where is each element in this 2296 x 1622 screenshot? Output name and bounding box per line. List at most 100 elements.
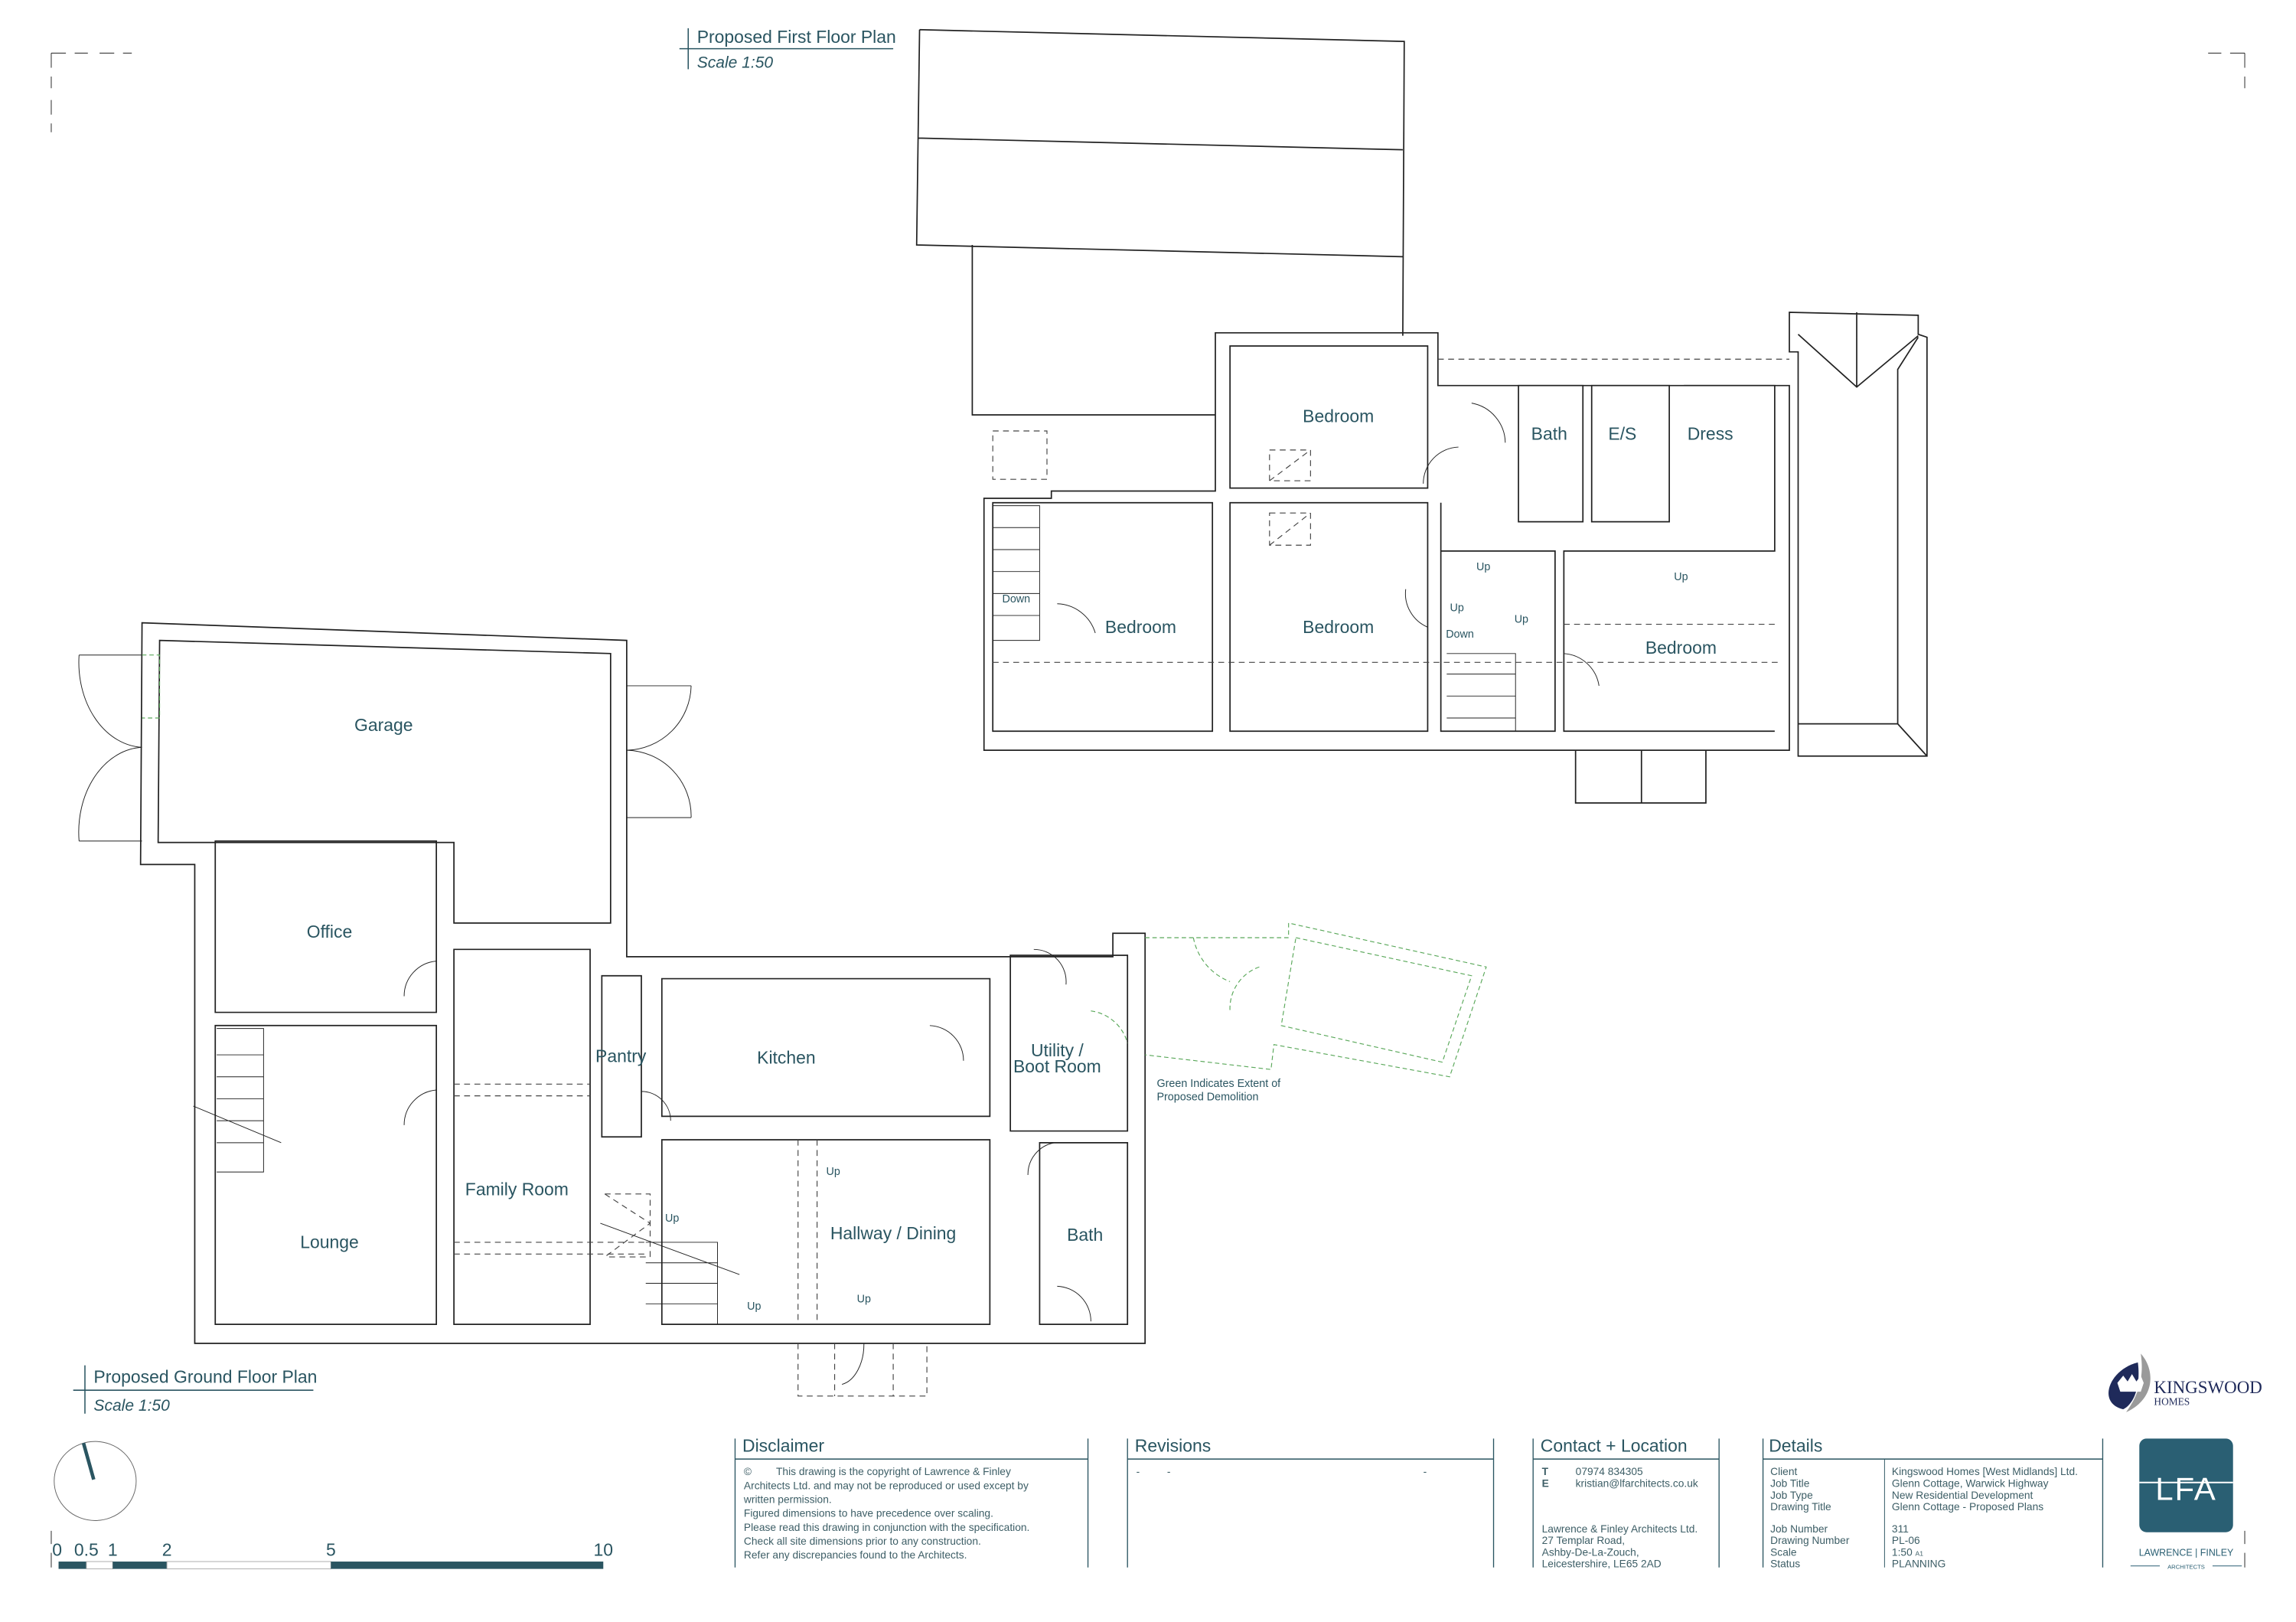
svg-text:Job Title: Job Title [1770, 1477, 1810, 1489]
room-label: Garage [354, 715, 413, 735]
first-floor-plan: Proposed First Floor Plan Scale 1:50 [679, 27, 1928, 804]
svg-text:E: E [1542, 1477, 1549, 1489]
demolition-note: Proposed Demolition [1156, 1091, 1258, 1103]
demolition-note: Green Indicates Extent of [1156, 1078, 1280, 1090]
client-logo-name: KINGSWOOD [2154, 1378, 2262, 1397]
first-floor-outer-wall [983, 331, 1790, 751]
svg-text:Lawrence & Finley Architects L: Lawrence & Finley Architects Ltd. [1542, 1523, 1698, 1535]
door-swing [1057, 1285, 1091, 1322]
architect-name: LAWRENCE | FINLEY [2139, 1547, 2234, 1558]
room-label: Hallway / Dining [830, 1223, 956, 1243]
svg-text:New Residential Development: New Residential Development [1892, 1490, 2033, 1501]
room-label: Boot Room [1013, 1056, 1101, 1076]
ensuite-dress-walls [1518, 384, 1776, 733]
svg-text:27 Templar Road,: 27 Templar Road, [1542, 1535, 1625, 1546]
email: kristian@lfarchitects.co.uk [1576, 1477, 1698, 1489]
svg-text:T: T [1542, 1466, 1549, 1477]
room-label: Lounge [300, 1232, 359, 1252]
scale-bar: 0 0.5 1 2 5 10 [52, 1539, 614, 1570]
svg-text:Glenn Cottage, Warwick Highway: Glenn Cottage, Warwick Highway [1892, 1477, 2049, 1489]
pantry-wall [601, 974, 642, 1138]
door-swing [403, 961, 437, 997]
disclaimer-heading: Disclaimer [742, 1436, 824, 1456]
utility-wall [1009, 955, 1129, 1132]
disclaimer-panel: Disclaimer © This drawing is the copyrig… [734, 1436, 1089, 1568]
architect-sub: ARCHITECTS [2167, 1564, 2205, 1571]
door-swing [1027, 1142, 1055, 1175]
sheet-corner-marks [51, 52, 2245, 1568]
client-logo-sub: HOMES [2154, 1395, 2190, 1407]
stair-direction: Up [665, 1212, 679, 1225]
svg-text:1:50: 1:50 [1892, 1546, 1913, 1558]
stair-direction: Up [1674, 571, 1688, 583]
room-label: Dress [1688, 423, 1733, 443]
first-floor-title-block: Proposed First Floor Plan Scale 1:50 [679, 27, 896, 72]
lounge-wall [214, 1024, 438, 1325]
bedroom-3-wall [1229, 501, 1429, 733]
scale-tick: 1 [108, 1539, 118, 1559]
room-label: Bedroom [1303, 406, 1374, 426]
svg-text:Job Number: Job Number [1770, 1523, 1828, 1535]
door-swing [1404, 589, 1428, 628]
door-swing [403, 1089, 437, 1125]
svg-text:Ashby-De-La-Zouch,: Ashby-De-La-Zouch, [1542, 1546, 1639, 1558]
room-label: Bath [1531, 423, 1567, 443]
door-swing [1057, 603, 1096, 634]
svg-text:PLANNING: PLANNING [1892, 1558, 1945, 1570]
svg-text:Status: Status [1770, 1558, 1800, 1570]
landing-stair [1446, 653, 1516, 732]
stair-void [992, 430, 1048, 480]
revisions-panel: Revisions - - - [1127, 1436, 1495, 1568]
door-swing [1033, 948, 1067, 985]
svg-text:Client: Client [1770, 1466, 1797, 1477]
garage-door-right [626, 685, 692, 818]
scale-tick: 10 [594, 1539, 614, 1559]
stair-direction: Up [1515, 614, 1528, 626]
door-swing [1564, 653, 1600, 686]
scale-tick: 0 [52, 1539, 62, 1559]
svg-text:Check all site dimensions prio: Check all site dimensions prior to any c… [744, 1536, 981, 1547]
room-label: Bedroom [1303, 617, 1374, 637]
bedroom-2-wall [992, 501, 1214, 733]
office-wall [214, 840, 438, 1013]
details-heading: Details [1769, 1436, 1822, 1456]
svg-text:Leicestershire, LE65 2AD: Leicestershire, LE65 2AD [1542, 1558, 1662, 1570]
first-floor-stair [992, 505, 1040, 641]
ground-floor-title-block: Proposed Ground Floor Plan Scale 1:50 [73, 1365, 317, 1415]
room-label: Family Room [465, 1180, 569, 1199]
svg-text:Architects Ltd. and may not be: Architects Ltd. and may not be reproduce… [744, 1480, 1029, 1491]
rooflight [1269, 449, 1311, 481]
svg-text:311: 311 [1892, 1523, 1909, 1535]
demolition-outline [1145, 922, 1487, 1078]
landing-walls [1440, 502, 1556, 733]
stair-direction: Up [1476, 561, 1490, 573]
svg-text:Drawing Number: Drawing Number [1770, 1535, 1850, 1546]
door-swing [929, 1025, 964, 1061]
svg-text:Kingswood Homes [West Midlands: Kingswood Homes [West Midlands] Ltd. [1892, 1466, 2078, 1477]
door-swing [641, 1091, 671, 1121]
garage-door-left [78, 654, 142, 842]
bedroom-1-wall [1229, 345, 1429, 489]
contact-panel: Contact + Location T 07974 834305 E kris… [1532, 1436, 1720, 1570]
first-floor-title: Proposed First Floor Plan [697, 27, 896, 47]
svg-text:written permission.: written permission. [743, 1494, 832, 1506]
phone: 07974 834305 [1576, 1466, 1643, 1477]
lfa-mark: LFA [2155, 1471, 2217, 1507]
details-panel: Details Client Kingswood Homes [West Mid… [1762, 1436, 2104, 1570]
ground-floor-plan: Green Indicates Extent of Proposed Demol… [73, 622, 1487, 1415]
scale-tick: 2 [162, 1539, 172, 1559]
svg-text:Scale: Scale [1770, 1546, 1797, 1558]
rooflight [1269, 512, 1311, 546]
svg-text:Job Type: Job Type [1770, 1490, 1813, 1501]
stair-direction: Down [1002, 593, 1030, 605]
porch-roof [1574, 750, 1707, 804]
room-label: Office [307, 922, 352, 942]
stair-direction: Up [857, 1293, 871, 1305]
kitchen-wall [660, 977, 991, 1118]
svg-text:-: - [1424, 1466, 1427, 1477]
lounge-stair [193, 1028, 282, 1173]
stair-direction: Down [1446, 628, 1474, 641]
room-label: Bedroom [1645, 638, 1717, 658]
bath-wall [1039, 1141, 1129, 1325]
